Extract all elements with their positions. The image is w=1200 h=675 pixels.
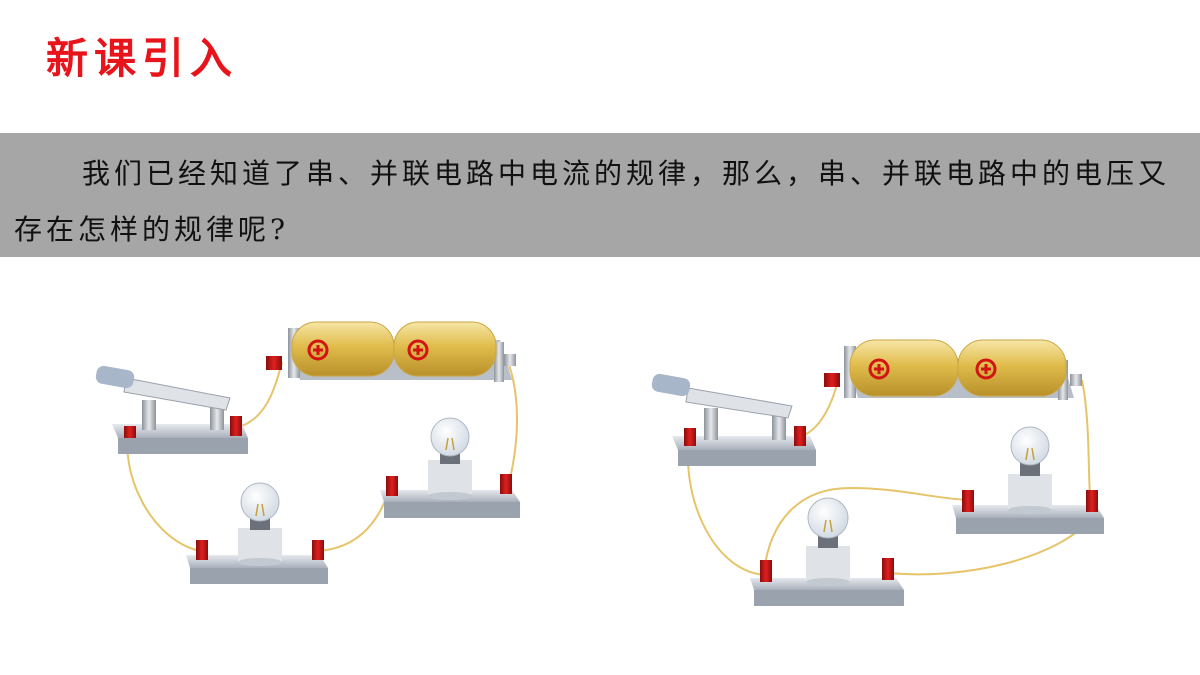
- switch-icon: [95, 365, 248, 454]
- bulb-icon: [750, 497, 904, 606]
- battery-icon: [266, 321, 516, 382]
- series-circuit: [95, 321, 520, 584]
- intro-band: [0, 133, 1200, 257]
- switch-icon: [651, 373, 816, 466]
- parallel-circuit: [651, 339, 1104, 606]
- intro-text: 我们已经知道了串、并联电路中电流的规律，那么，串、并联电路中的电压又存在怎样的规…: [14, 157, 1171, 246]
- bulb-icon: [952, 426, 1104, 534]
- bulb-icon: [186, 482, 328, 584]
- battery-icon: [824, 339, 1082, 400]
- series-wires: [126, 361, 518, 552]
- slide-title: 新课引入: [46, 34, 239, 83]
- bulb-icon: [380, 417, 520, 518]
